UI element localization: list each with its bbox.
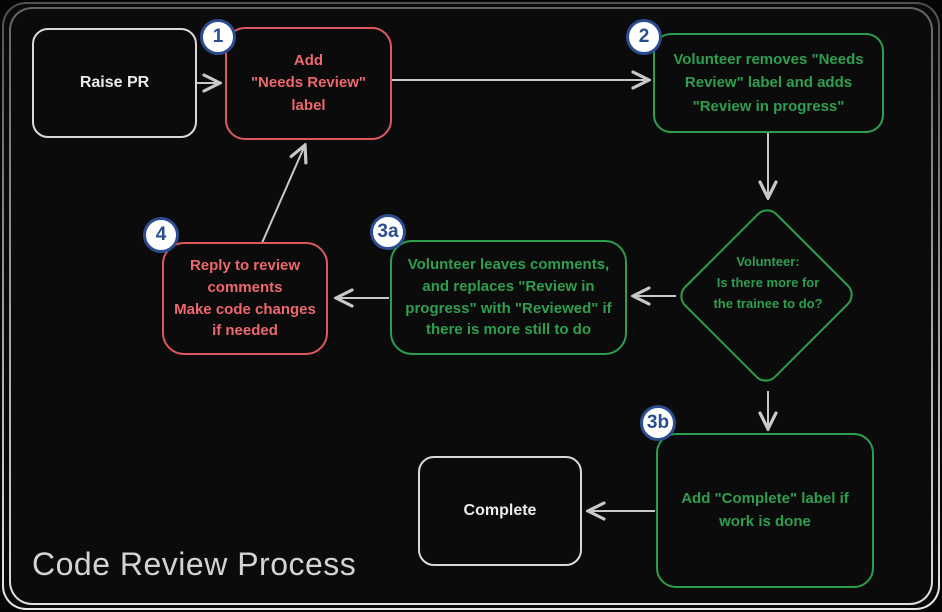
badge-step-1[interactable]: 1 xyxy=(200,19,236,55)
badge-step-4[interactable]: 4 xyxy=(143,217,179,253)
node-reply-to-review[interactable]: Reply to review comments Make code chang… xyxy=(162,242,328,355)
node-decision-text: Volunteer: Is there more for the trainee… xyxy=(713,254,823,311)
node-add-needs-review-label[interactable]: Add "Needs Review" label xyxy=(225,27,392,140)
badge-step-3b[interactable]: 3b xyxy=(640,405,676,441)
node-add-needs-review-text: Add "Needs Review" label xyxy=(250,51,367,114)
page-title: Code Review Process xyxy=(32,546,357,582)
badge-step-2[interactable]: 2 xyxy=(626,19,662,55)
node-volunteer-leaves-comments[interactable]: Volunteer leaves comments, and replaces … xyxy=(390,240,627,355)
slide-inner-frame-fill xyxy=(11,9,931,603)
node-volunteer-removes-label[interactable]: Volunteer removes "Needs Review" label a… xyxy=(653,33,884,133)
badge-step-3a[interactable]: 3a xyxy=(370,214,406,250)
node-complete-label: Complete xyxy=(463,502,537,519)
node-volunteer-removes-text: Volunteer removes "Needs Review" label a… xyxy=(673,51,864,115)
node-raise-pr[interactable]: Raise PR xyxy=(32,28,197,138)
node-raise-pr-label: Raise PR xyxy=(79,74,150,91)
node-volunteer-leaves-comments-text: Volunteer leaves comments, and replaces … xyxy=(405,256,612,339)
node-add-complete-label[interactable]: Add "Complete" label if work is done xyxy=(656,433,874,588)
node-add-complete-label-text: Add "Complete" label if work is done xyxy=(681,490,849,530)
node-reply-to-review-text: Reply to review comments Make code chang… xyxy=(174,257,316,340)
node-complete[interactable]: Complete xyxy=(418,456,582,566)
